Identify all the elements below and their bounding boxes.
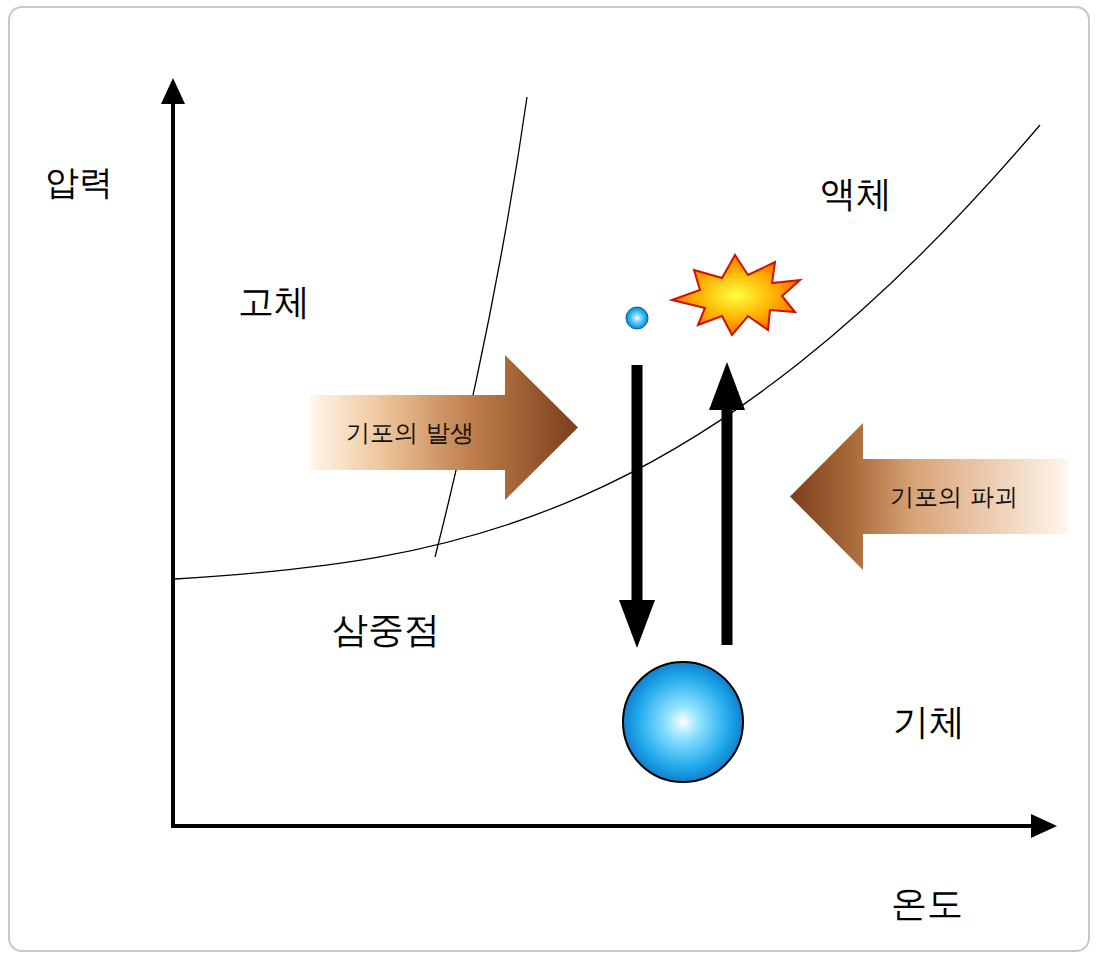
block-arrow-shape [790, 423, 1068, 570]
point-label: 삼중점 [332, 606, 440, 655]
up-arrow [722, 405, 733, 645]
phase-label: 고체 [238, 278, 310, 327]
block-arrow: 기포의 파괴 [790, 423, 1068, 570]
x-axis-head [1031, 814, 1057, 838]
arrow-caption: 기포의 파괴 [848, 459, 1060, 534]
block-arrow: 기포의 발생 [310, 355, 578, 500]
phase-label: 액체 [820, 170, 892, 219]
phase-label: 기체 [893, 698, 965, 747]
bubble-collapse-burst [672, 255, 800, 335]
axis-label: 온도 [891, 880, 963, 929]
down-arrow [632, 365, 643, 605]
small-bubble [626, 307, 648, 329]
block-arrow-shape [310, 355, 578, 500]
large-bubble [623, 662, 743, 782]
y-axis [171, 98, 175, 826]
up-arrow-head [709, 362, 745, 410]
down-arrow-head [619, 600, 655, 648]
arrow-caption: 기포의 발생 [320, 395, 500, 470]
x-axis [171, 824, 1035, 828]
y-axis-head [161, 78, 185, 104]
axis-label: 압력 [45, 160, 113, 206]
